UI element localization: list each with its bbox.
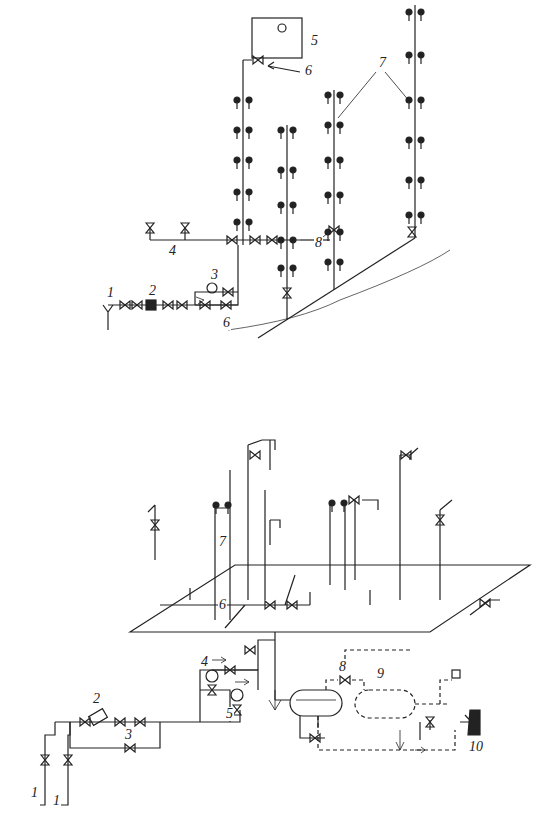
callout-number: 4 xyxy=(200,655,209,669)
callout-number: 6 xyxy=(304,64,313,78)
callout-number: 7 xyxy=(218,535,227,549)
callout-number: 5 xyxy=(310,34,319,48)
callout-number: 6 xyxy=(218,598,227,612)
callout-number: 3 xyxy=(124,728,133,742)
callout-number: 5 xyxy=(225,707,234,721)
callout-number: 1 xyxy=(30,786,39,800)
callout-number: 1 xyxy=(106,286,115,300)
callout-number: 9 xyxy=(376,667,385,681)
callout-number: 10 xyxy=(468,740,484,754)
callout-number: 7 xyxy=(378,56,387,70)
callout-number: 8 xyxy=(314,236,323,250)
callout-number: 2 xyxy=(148,284,157,298)
callout-number: 2 xyxy=(92,692,101,706)
callout-number: 8 xyxy=(338,660,347,674)
callout-number: 1 xyxy=(52,794,61,808)
callout-number: 3 xyxy=(210,268,219,282)
callout-number: 4 xyxy=(168,244,177,258)
callout-number: 6 xyxy=(222,316,231,330)
